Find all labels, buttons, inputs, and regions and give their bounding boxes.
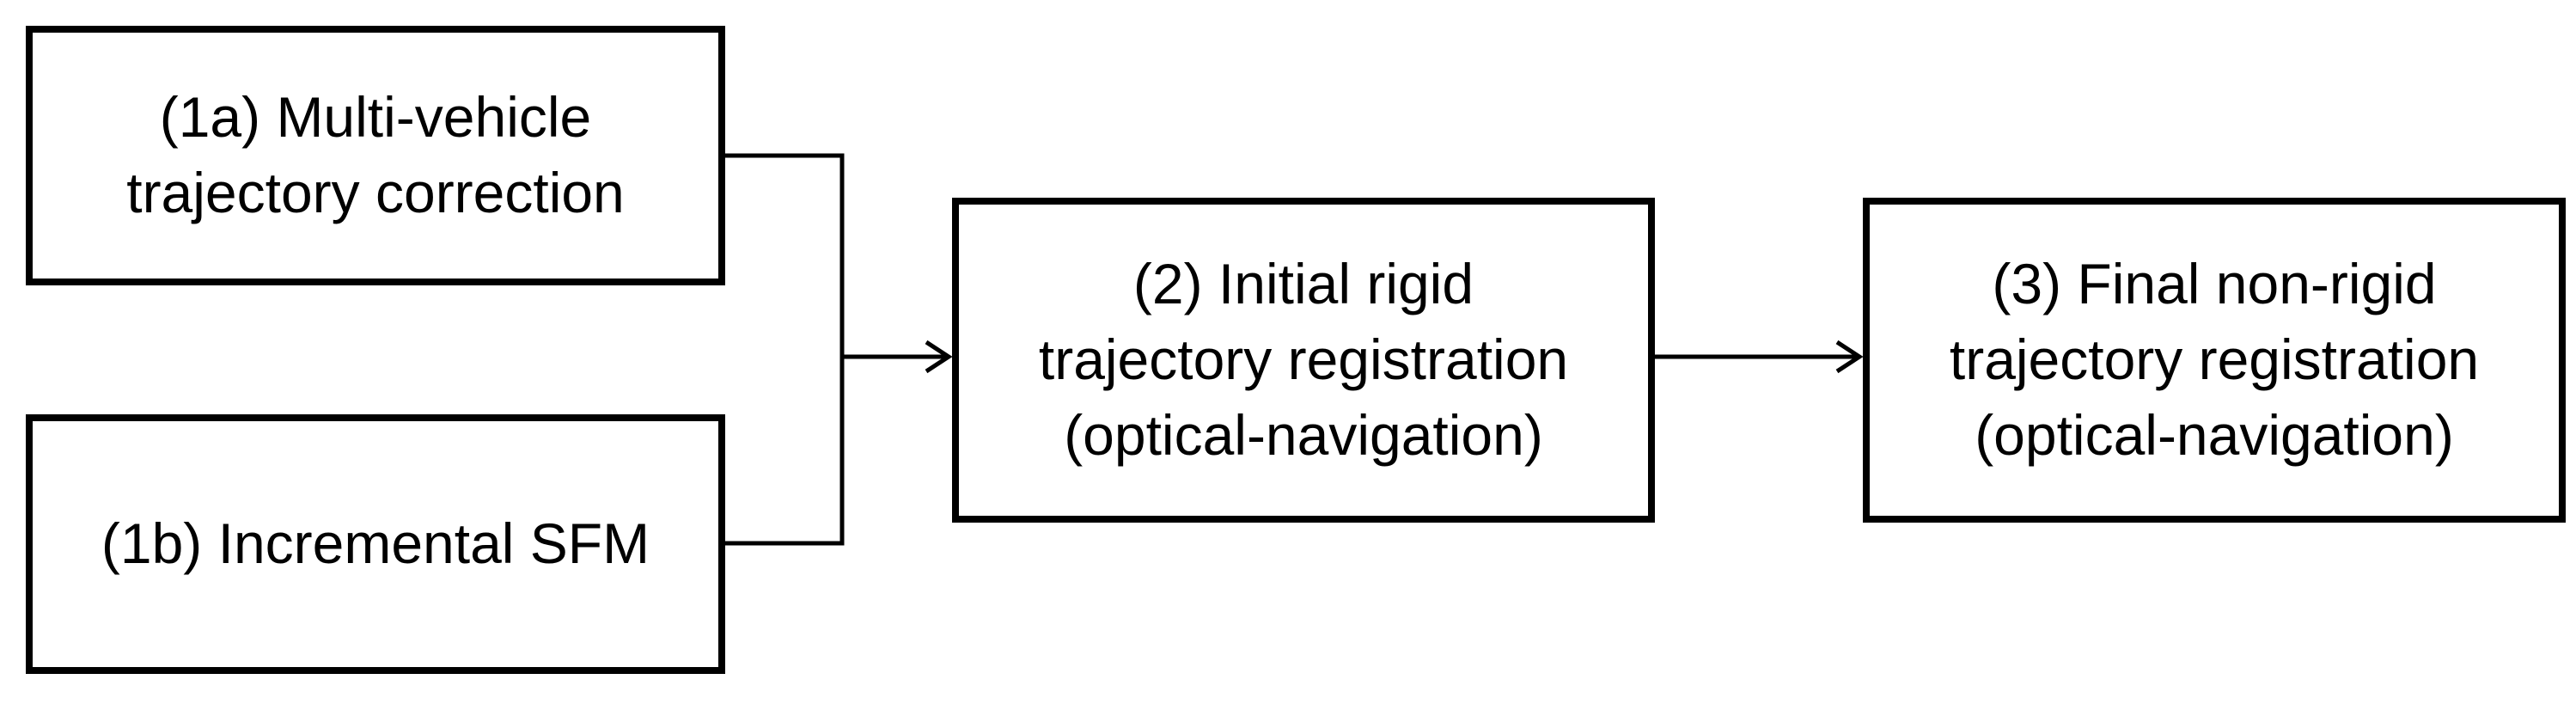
- step-1a-box: (1a) Multi-vehicle trajectory correction: [26, 26, 725, 285]
- step-1a-line-1: (1a) Multi-vehicle: [159, 85, 592, 150]
- step-1b-box: (1b) Incremental SFM: [26, 414, 725, 674]
- edge-1a-to-merge: [725, 153, 845, 357]
- step-1b-line-1: (1b) Incremental SFM: [101, 511, 650, 576]
- step-3-box: (3) Final non-rigid trajectory registrat…: [1863, 198, 2566, 523]
- step-2-line-1: (2) Initial rigid: [1132, 252, 1474, 316]
- step-2-line-2: trajectory registration: [1038, 328, 1569, 392]
- step-3-line-2: trajectory registration: [1949, 328, 2480, 392]
- edge-1b-to-merge: [725, 357, 845, 546]
- step-1a-line-2: trajectory correction: [126, 161, 625, 224]
- step-2-box: (2) Initial rigid trajectory registratio…: [952, 198, 1655, 523]
- arrowhead-into-2: [925, 340, 953, 374]
- step-3-line-1: (3) Final non-rigid: [1992, 252, 2437, 316]
- arrowhead-into-3: [1835, 340, 1864, 374]
- step-3-line-3: (optical-navigation): [1975, 402, 2454, 467]
- step-2-line-3: (optical-navigation): [1064, 402, 1543, 467]
